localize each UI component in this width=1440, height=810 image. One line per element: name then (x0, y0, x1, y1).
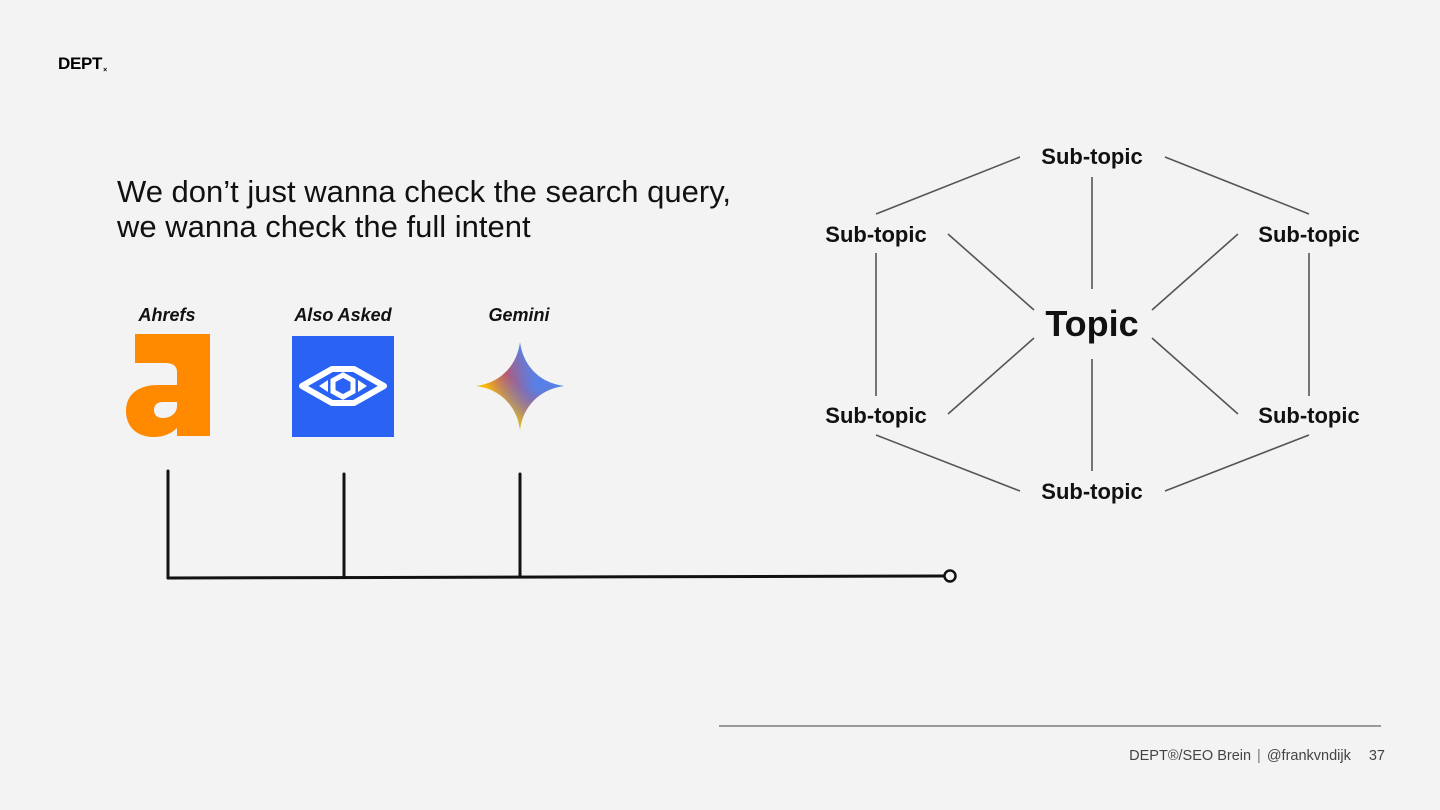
also-asked-logo-icon (292, 336, 394, 437)
tool-label-ahrefs: Ahrefs (138, 305, 196, 325)
footer-separator: | (1257, 748, 1261, 764)
subtopic-node-top-left: Sub-topic (825, 222, 926, 247)
edge-spoke (1151, 233, 1239, 311)
connector-baseline (166, 574, 946, 580)
tool-connector (166, 469, 946, 580)
edge-outer (1164, 156, 1310, 215)
tool-label-gemini: Gemini (488, 305, 550, 325)
topic-node: Topic (1045, 303, 1138, 344)
ahrefs-logo-icon (126, 334, 210, 437)
edge-outer (1164, 434, 1310, 492)
subtopic-node-bottom-right: Sub-topic (1258, 403, 1359, 428)
edge-spoke (947, 337, 1035, 415)
edge-outer (875, 156, 1021, 215)
topic-map-edges (875, 156, 1310, 492)
edge-outer (875, 434, 1021, 492)
footer-source: DEPT®/SEO Brein (1129, 748, 1252, 764)
subtopic-node-bottom-left: Sub-topic (825, 403, 926, 428)
footer-handle: @frankvndijk (1266, 748, 1351, 764)
subtopic-node-top: Sub-topic (1041, 144, 1142, 169)
edge-spoke (1151, 337, 1239, 415)
gemini-star-icon (476, 342, 564, 430)
footer-divider (719, 725, 1381, 727)
headline: We don’t just wanna check the search que… (117, 174, 732, 244)
footer: DEPT®/SEO Brein | @frankvndijk 37 (1129, 748, 1385, 764)
subtopic-node-top-right: Sub-topic (1258, 222, 1359, 247)
tool-label-also-asked: Also Asked (294, 305, 392, 325)
page-number: 37 (1368, 748, 1385, 764)
edge-spoke (947, 233, 1035, 311)
connector-endpoint (943, 569, 957, 583)
subtopic-node-bottom: Sub-topic (1041, 479, 1142, 504)
dept-logo: DEPT× (58, 54, 107, 74)
